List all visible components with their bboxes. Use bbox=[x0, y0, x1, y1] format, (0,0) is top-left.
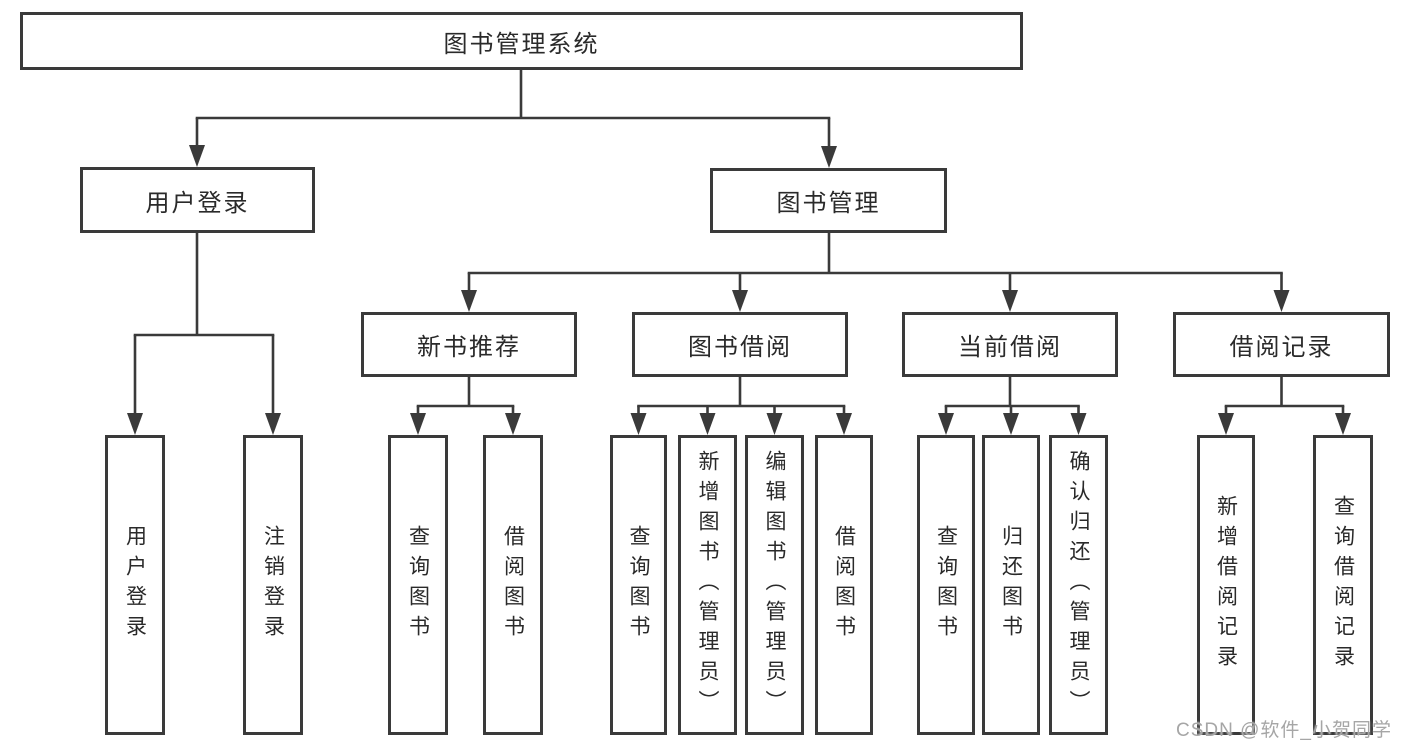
node-user-login-module: 用户登录 bbox=[80, 167, 315, 233]
node-root-library-system: 图书管理系统 bbox=[20, 12, 1023, 70]
leaf-borrow-add-books-admin: 新增图书（管理员） bbox=[678, 435, 737, 735]
leaf-records-add-record: 新增借阅记录 bbox=[1197, 435, 1255, 735]
node-book-borrowing: 图书借阅 bbox=[632, 312, 848, 377]
node-label: 查询图书 bbox=[934, 525, 958, 645]
leaf-current-confirm-return-admin: 确认归还（管理员） bbox=[1049, 435, 1108, 735]
node-label: 注销登录 bbox=[261, 525, 285, 645]
leaf-records-query-record: 查询借阅记录 bbox=[1313, 435, 1373, 735]
leaf-recommend-query-books: 查询图书 bbox=[388, 435, 448, 735]
node-label: 编辑图书（管理员） bbox=[763, 450, 786, 720]
node-label: 查询借阅记录 bbox=[1331, 495, 1355, 675]
leaf-current-query-books: 查询图书 bbox=[917, 435, 975, 735]
leaf-borrow-edit-books-admin: 编辑图书（管理员） bbox=[745, 435, 804, 735]
node-label: 借阅图书 bbox=[501, 525, 525, 645]
node-current-borrowing: 当前借阅 bbox=[902, 312, 1118, 377]
node-label: 查询图书 bbox=[627, 525, 650, 645]
leaf-borrow-query-books: 查询图书 bbox=[610, 435, 667, 735]
leaf-current-return-books: 归还图书 bbox=[982, 435, 1040, 735]
leaf-recommend-borrow-books: 借阅图书 bbox=[483, 435, 543, 735]
node-label: 查询图书 bbox=[406, 525, 430, 645]
leaf-user-login: 用户登录 bbox=[105, 435, 165, 735]
node-label: 用户登录 bbox=[123, 525, 147, 645]
leaf-logout: 注销登录 bbox=[243, 435, 303, 735]
node-label: 归还图书 bbox=[999, 525, 1023, 645]
node-label: 借阅记录 bbox=[1229, 334, 1334, 361]
watermark: CSDN @软件_小贺同学 bbox=[1176, 720, 1392, 741]
node-label: 当前借阅 bbox=[958, 334, 1062, 361]
node-label: 用户登录 bbox=[145, 189, 250, 217]
node-label: 新书推荐 bbox=[417, 334, 521, 361]
node-label: 图书管理 bbox=[776, 190, 881, 217]
node-label: 新增图书（管理员） bbox=[696, 450, 719, 720]
node-new-book-recommendation: 新书推荐 bbox=[361, 312, 577, 377]
leaf-borrow-borrow-books: 借阅图书 bbox=[815, 435, 873, 735]
node-label: 新增借阅记录 bbox=[1214, 495, 1238, 675]
node-label: 图书借阅 bbox=[688, 334, 792, 361]
node-book-management-module: 图书管理 bbox=[710, 168, 947, 233]
node-borrowing-records: 借阅记录 bbox=[1173, 312, 1390, 377]
node-label: 图书管理系统 bbox=[443, 30, 600, 58]
node-label: 借阅图书 bbox=[832, 525, 856, 645]
node-label: 确认归还（管理员） bbox=[1067, 450, 1090, 720]
